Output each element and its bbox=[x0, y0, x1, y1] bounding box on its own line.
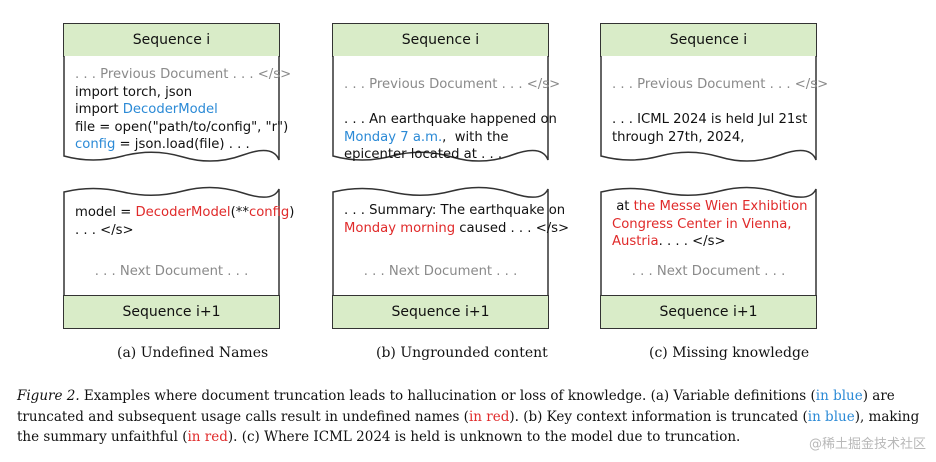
code-segment: . . . Previous Document . . . </s> bbox=[612, 77, 829, 92]
watermark: @稀土掘金技术社区 bbox=[808, 437, 926, 452]
code-segment: Austria bbox=[612, 234, 659, 249]
code-lines: model = DecoderModel(**config). . . </s> bbox=[75, 204, 294, 240]
torn-paper-shape bbox=[600, 186, 817, 296]
code-line: . . . </s> bbox=[75, 222, 274, 240]
code-segment: = json.load(file) . . . bbox=[115, 137, 250, 152]
code-segment: file = open("path/to/config", "r") bbox=[75, 119, 289, 135]
code-segment: import torch, json bbox=[75, 84, 193, 100]
code-line: . . . ICML 2024 is held Jul 21st bbox=[612, 111, 811, 129]
subcaption-c: (c) Missing knowledge bbox=[649, 345, 810, 361]
caption-segment: in red bbox=[187, 429, 228, 445]
code-lines: . . . Summary: The earthquake on Monday m… bbox=[344, 202, 569, 238]
code-line: . . . Previous Document . . . </s> bbox=[612, 76, 828, 94]
code-segment: . . . </s> bbox=[75, 222, 134, 238]
code-segment: . . . Previous Document . . . </s> bbox=[75, 67, 292, 82]
next-document-label: . . . Next Document . . . bbox=[94, 264, 249, 279]
torn-paper-shape bbox=[63, 186, 280, 296]
truncated-document-top: . . . Previous Document . . . </s> . . .… bbox=[600, 56, 828, 166]
caption-segment: in blue bbox=[815, 388, 863, 404]
subcaption-b: (b) Ungrounded content bbox=[376, 345, 548, 361]
code-line: config = json.load(file) . . . bbox=[75, 136, 274, 154]
code-line: Congress Center in Vienna, bbox=[612, 216, 811, 234]
code-line: at the Messe Wien Exhibition bbox=[612, 198, 811, 216]
caption-segment: ), making the summary unfaithful ( bbox=[17, 408, 920, 446]
sequence-i-plus-1-footer: Sequence i+1 bbox=[600, 295, 817, 329]
code-line: import torch, json bbox=[75, 84, 274, 102]
caption-segment: Examples where document truncation leads… bbox=[79, 388, 816, 404]
figure-caption-body: Examples where document truncation leads… bbox=[17, 388, 919, 445]
torn-paper-shape bbox=[600, 56, 817, 162]
code-lines: . . . Previous Document . . . </s> import… bbox=[75, 66, 291, 154]
code-segment: . . . ICML 2024 is held Jul 21st bbox=[612, 112, 808, 127]
code-line: import DecoderModel bbox=[75, 101, 274, 119]
code-segment: through 27th, 2024, bbox=[612, 129, 745, 145]
code-segment: (** bbox=[230, 205, 249, 220]
code-line: Monday morning caused . . . </s> bbox=[344, 220, 569, 238]
code-segment: . . . . </s> bbox=[658, 234, 726, 249]
code-segment: import bbox=[75, 102, 123, 117]
code-segment: DecoderModel bbox=[135, 205, 231, 220]
sequence-i-plus-1-footer: Sequence i+1 bbox=[332, 295, 549, 329]
truncated-document-bottom: model = DecoderModel(**config). . . </s>… bbox=[63, 186, 294, 296]
code-line: . . . Previous Document . . . </s> bbox=[75, 66, 291, 84]
code-segment: . . . Summary: The earthquake on bbox=[344, 203, 566, 218]
code-line: . . . An earthquake happened on bbox=[344, 111, 557, 129]
truncated-document-top: . . . Previous Document . . . </s> import… bbox=[63, 56, 291, 166]
caption-segment: ). (b) Key context information is trunca… bbox=[509, 408, 808, 425]
code-segment: , with the bbox=[442, 129, 509, 145]
caption-segment: in red bbox=[468, 408, 510, 425]
code-segment: Monday 7 a.m. bbox=[344, 129, 443, 145]
code-line bbox=[612, 94, 811, 112]
figure-caption: Figure 2. Examples where document trunca… bbox=[17, 386, 922, 448]
code-segment: model = bbox=[75, 205, 136, 220]
code-segment: epicenter located at . . . bbox=[344, 147, 503, 162]
truncated-document-top: . . . Previous Document . . . </s> . . .… bbox=[332, 56, 560, 166]
code-segment: Monday morning bbox=[344, 220, 456, 236]
code-segment: Congress Center in Vienna, bbox=[612, 216, 792, 232]
subcaption-a: (a) Undefined Names bbox=[117, 345, 269, 361]
torn-paper-shape bbox=[332, 186, 549, 296]
code-line: Monday 7 a.m., with the bbox=[344, 129, 543, 147]
code-segment: at bbox=[612, 199, 634, 214]
code-line bbox=[344, 94, 543, 112]
code-lines: . . . Previous Document . . . </s> . . .… bbox=[612, 76, 828, 147]
next-document-label: . . . Next Document . . . bbox=[631, 264, 786, 279]
next-document-label: . . . Next Document . . . bbox=[363, 264, 518, 279]
code-line: file = open("path/to/config", "r") bbox=[75, 119, 288, 137]
code-line: . . . Summary: The earthquake on bbox=[344, 202, 565, 220]
code-line: epicenter located at . . . bbox=[344, 146, 543, 164]
code-segment: caused . . . </s> bbox=[455, 220, 570, 236]
code-line: Austria. . . . </s> bbox=[612, 233, 811, 251]
sequence-i-plus-1-footer: Sequence i+1 bbox=[63, 295, 280, 329]
code-lines: . . . Previous Document . . . </s> . . .… bbox=[344, 76, 560, 164]
caption-segment: ) are truncated and subsequent usage cal… bbox=[17, 388, 895, 425]
figure-label: Figure 2. bbox=[17, 388, 80, 404]
code-segment: the Messe Wien Exhibition bbox=[633, 199, 808, 214]
code-line: model = DecoderModel(**config) bbox=[75, 204, 294, 222]
torn-paper-shape bbox=[332, 56, 549, 162]
code-segment: . . . Previous Document . . . </s> bbox=[344, 77, 561, 92]
sequence-i-header: Sequence i bbox=[63, 23, 280, 57]
sequence-i-header: Sequence i bbox=[332, 23, 549, 57]
code-segment: config bbox=[248, 205, 290, 220]
code-line: through 27th, 2024, bbox=[612, 129, 811, 147]
caption-segment: in blue bbox=[807, 408, 855, 425]
truncated-document-bottom: . . . Summary: The earthquake on Monday m… bbox=[332, 186, 569, 296]
code-segment: DecoderModel bbox=[122, 102, 218, 117]
sequence-i-header: Sequence i bbox=[600, 23, 817, 57]
torn-paper-shape bbox=[63, 56, 280, 162]
code-segment: config bbox=[75, 137, 116, 152]
caption-segment: ). (c) Where ICML 2024 is held is unknow… bbox=[227, 429, 741, 445]
code-line: . . . Previous Document . . . </s> bbox=[344, 76, 560, 94]
code-segment: . . . An earthquake happened on bbox=[344, 112, 557, 127]
code-segment: ) bbox=[289, 205, 295, 220]
